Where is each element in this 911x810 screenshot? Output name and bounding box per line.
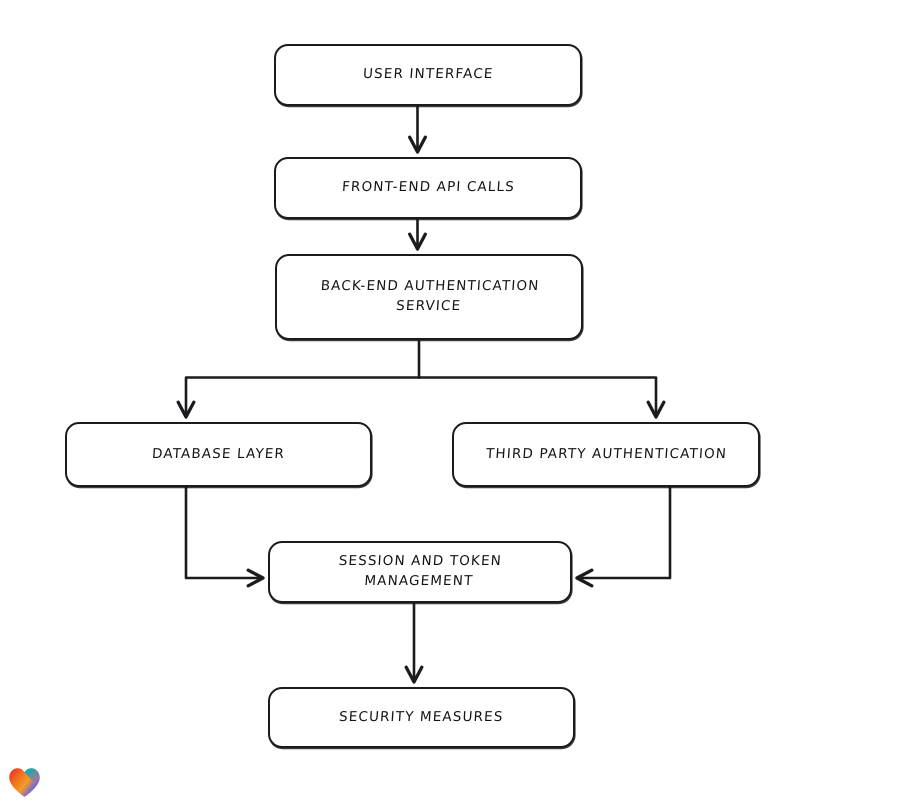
node-database-layer[interactable]: Database Layer <box>65 422 372 487</box>
edge-backend-to-database <box>186 376 421 416</box>
node-label-database-layer: Database Layer <box>151 445 286 462</box>
node-session-and-token-management[interactable]: Session and Token Management <box>268 541 572 603</box>
heart-icon <box>9 768 40 797</box>
node-label-third-party-authentication: Third Party Authentication <box>484 445 728 462</box>
edge-backend-to-thirdparty <box>417 376 656 416</box>
node-user-interface[interactable]: User Interface <box>274 44 582 106</box>
node-back-end-authentication-service[interactable]: Back-End Authentication Service <box>275 254 583 340</box>
node-security-measures[interactable]: Security Measures <box>268 687 575 748</box>
node-label-user-interface: User Interface <box>362 66 494 83</box>
edge-database-to-session <box>184 485 261 578</box>
node-label-security-measures: Security Measures <box>338 708 505 725</box>
node-third-party-authentication[interactable]: Third Party Authentication <box>452 422 760 487</box>
node-label-session-and-token-management: Session and Token Management <box>338 553 503 589</box>
node-label-back-end-authentication-service: Back-End Authentication Service <box>319 278 540 314</box>
node-label-front-end-api-calls: Front-End API Calls <box>341 179 516 196</box>
edge-thirdparty-to-session <box>579 485 672 578</box>
node-front-end-api-calls[interactable]: Front-End API Calls <box>274 157 582 219</box>
